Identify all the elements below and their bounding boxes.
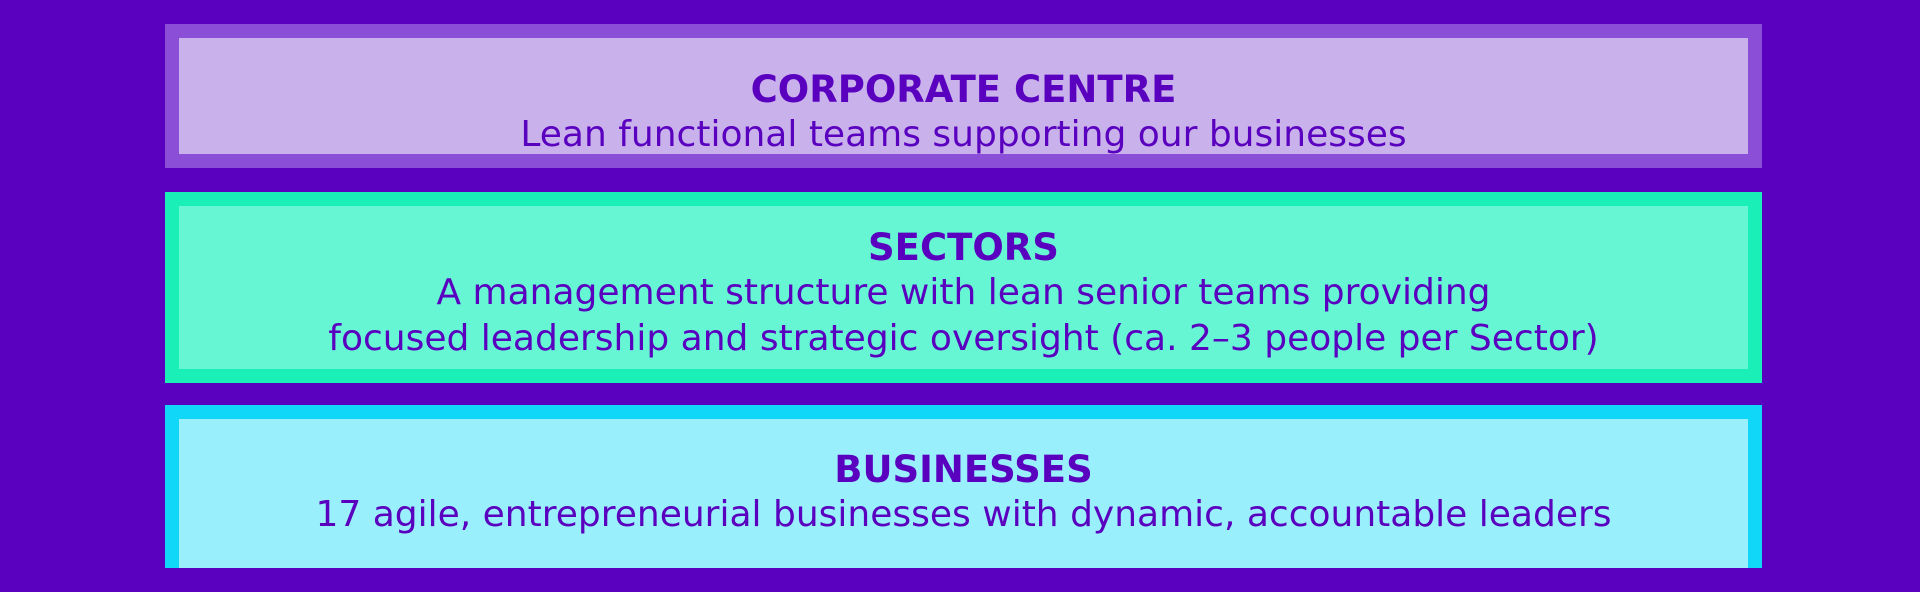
sectors-description-line-2: focused leadership and strategic oversig… bbox=[328, 318, 1599, 359]
businesses-box: BUSINESSES 17 agile, entrepreneurial bus… bbox=[165, 405, 1762, 568]
corporate-centre-box: CORPORATE CENTRE Lean functional teams s… bbox=[165, 24, 1762, 168]
businesses-description: 17 agile, entrepreneurial businesses wit… bbox=[315, 494, 1612, 535]
sectors-box: SECTORS A management structure with lean… bbox=[165, 192, 1762, 383]
sectors-title: SECTORS bbox=[868, 226, 1059, 269]
businesses-title: BUSINESSES bbox=[834, 448, 1093, 491]
corporate-centre-title: CORPORATE CENTRE bbox=[750, 68, 1177, 111]
sectors-description-line-1: A management structure with lean senior … bbox=[436, 272, 1491, 313]
corporate-centre-description: Lean functional teams supporting our bus… bbox=[520, 114, 1407, 155]
